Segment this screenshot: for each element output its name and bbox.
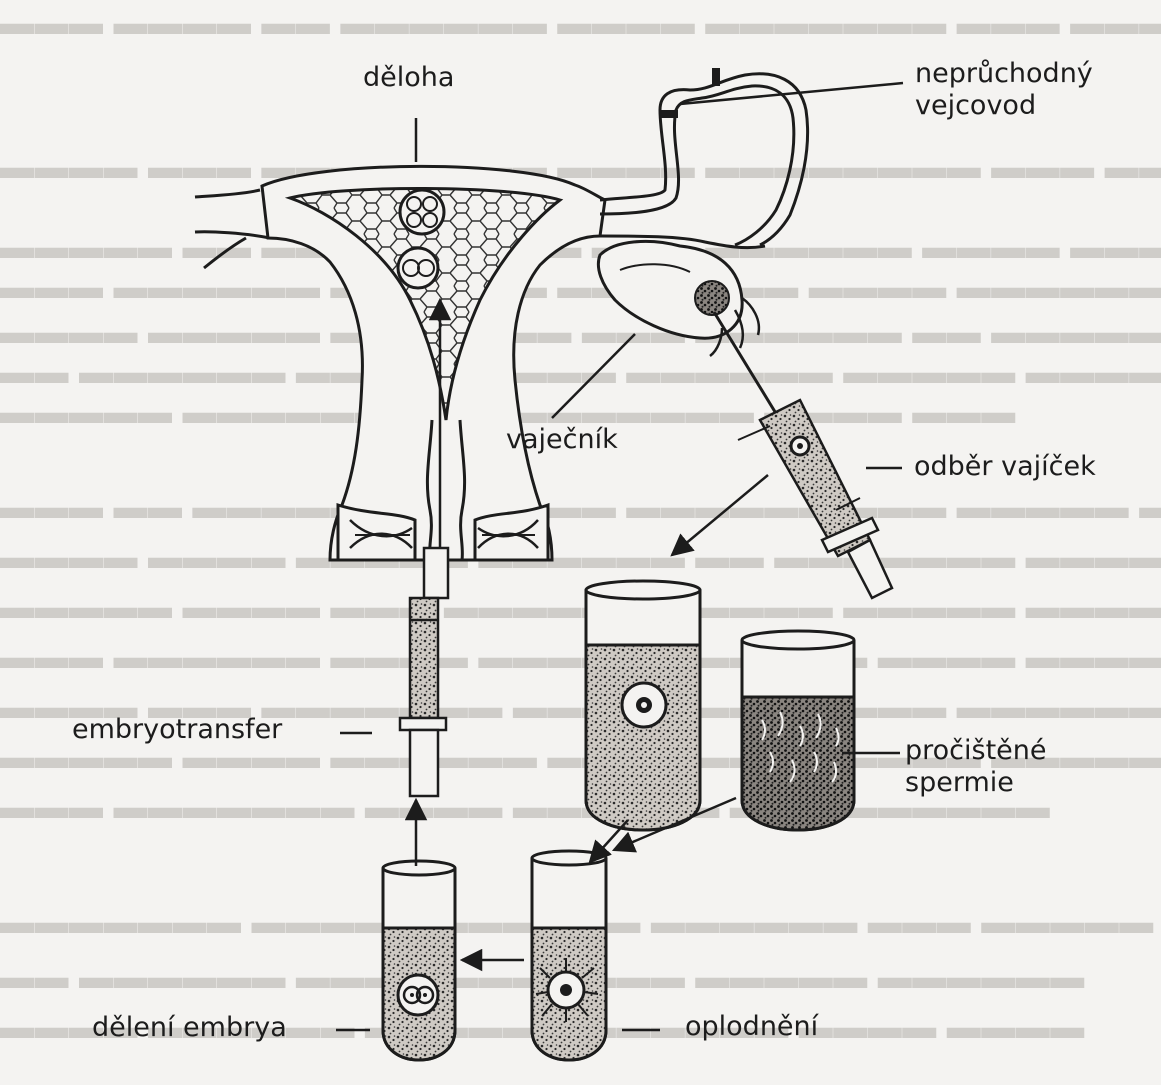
- fertilization-tube: [532, 851, 606, 1060]
- label-oplodneni: oplodnění: [685, 1011, 818, 1043]
- label-neprochodny-vejcovod: neprůchodný vejcovod: [915, 58, 1085, 123]
- embryo-division-tube: [383, 861, 455, 1060]
- label-deloha: děloha: [363, 62, 454, 94]
- uterus-embryo-4cell: [400, 190, 444, 234]
- label-vajecnik: vaječník: [506, 424, 618, 456]
- label-odber-vajicek: odběr vajíček: [914, 451, 1096, 483]
- egg-tube: [586, 581, 700, 830]
- egg-retrieval-needle: [714, 312, 892, 598]
- label-prociste-spermie: pročištěné spermie: [905, 735, 1065, 800]
- label-deleni-embrya: dělení embrya: [92, 1012, 287, 1044]
- label-embryotransfer: embryotransfer: [72, 714, 282, 746]
- sperm-tube: [742, 631, 854, 830]
- embryotransfer-catheter: [400, 548, 448, 796]
- uterus-embryo-2cell: [398, 248, 438, 288]
